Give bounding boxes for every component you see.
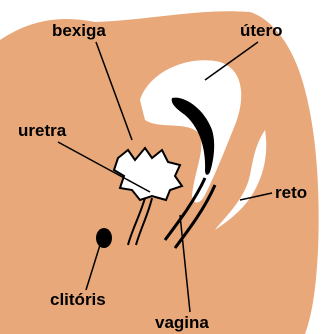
clitoris-shape bbox=[96, 228, 112, 248]
label-utero: útero bbox=[240, 21, 283, 40]
label-clitoris: clitóris bbox=[50, 290, 106, 309]
label-uretra: uretra bbox=[18, 121, 67, 140]
label-bexiga: bexiga bbox=[52, 21, 106, 40]
label-reto: reto bbox=[275, 183, 307, 202]
label-vagina: vagina bbox=[155, 313, 209, 332]
